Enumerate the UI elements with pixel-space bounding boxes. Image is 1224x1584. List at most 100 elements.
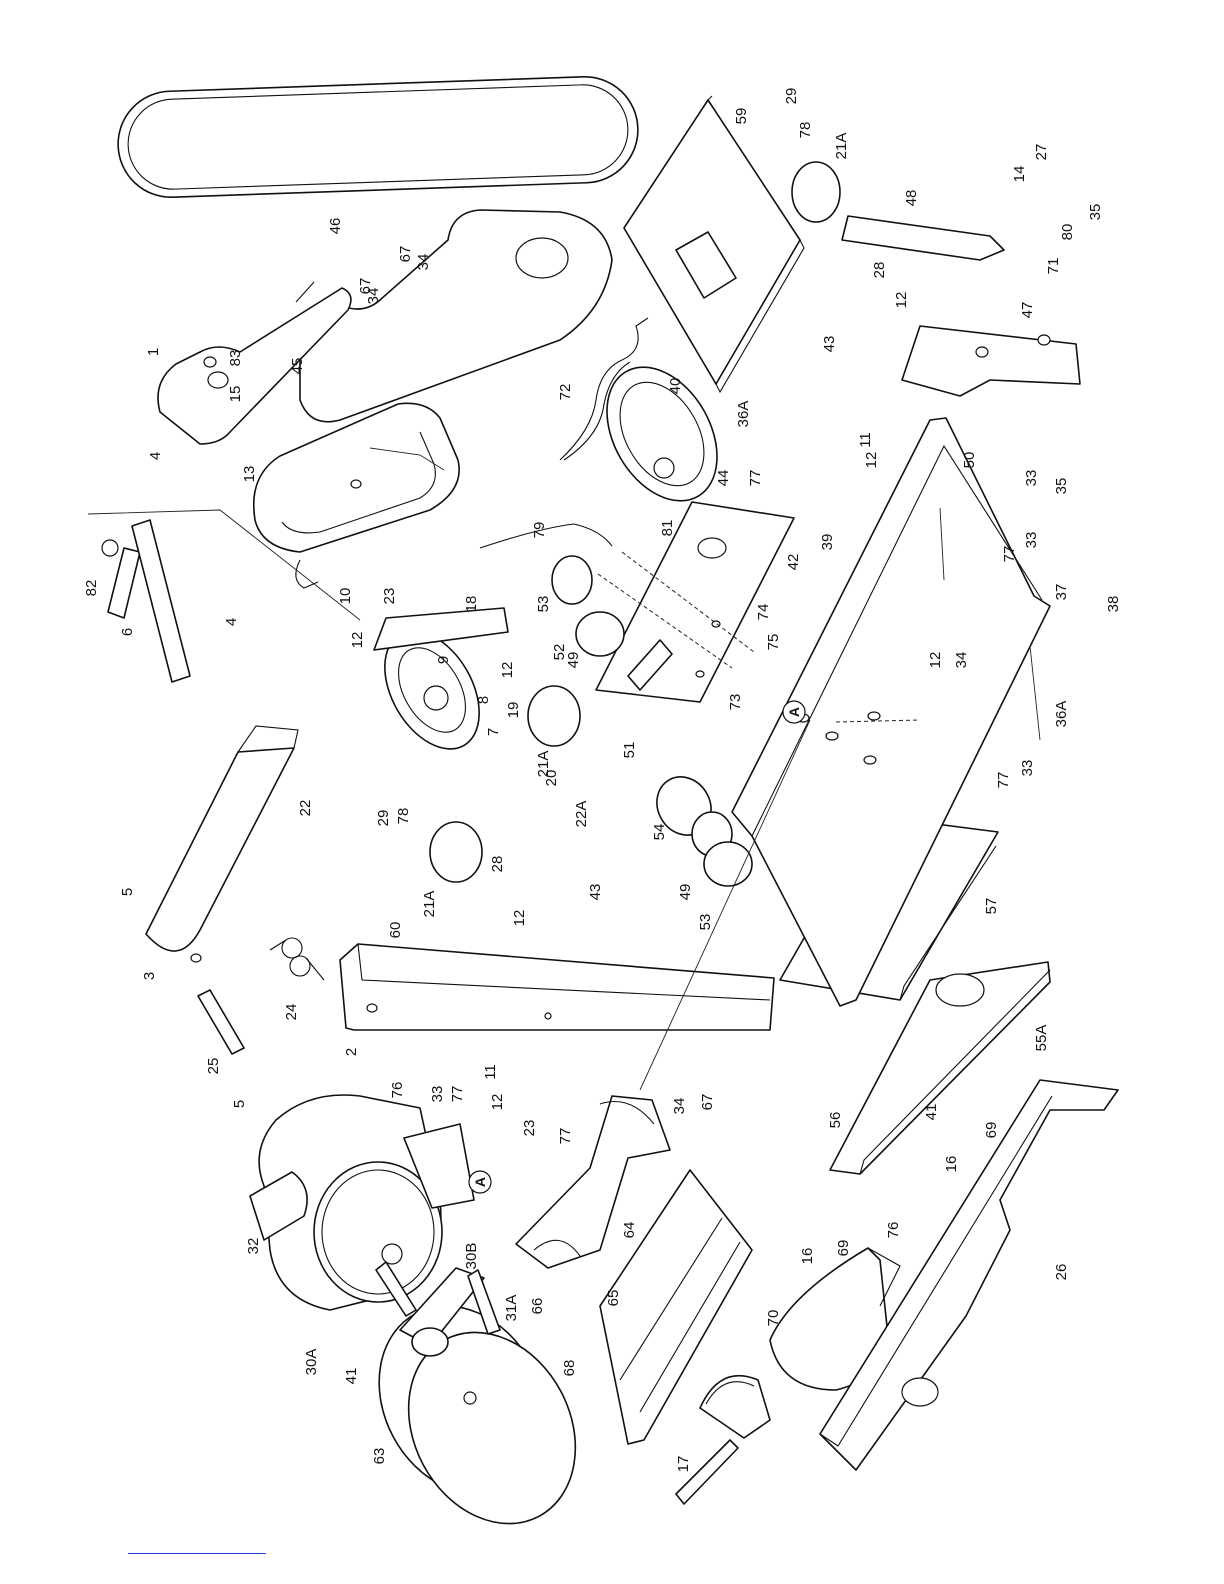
callout-p22: 22 <box>297 800 314 817</box>
callout-p77e: 77 <box>557 1128 574 1145</box>
callout-p11a: 11 <box>857 432 874 448</box>
callout-p48: 48 <box>903 190 920 207</box>
callout-p33b: 33 <box>1023 532 1040 549</box>
callout-p71: 71 <box>1045 258 1062 275</box>
table-support-casting <box>515 1095 671 1269</box>
callout-p30A: 30A <box>303 1349 320 1376</box>
callout-p53a: 53 <box>535 596 552 613</box>
callout-p64: 64 <box>621 1222 638 1239</box>
torsion-spring <box>269 937 325 981</box>
callout-p2: 2 <box>343 1048 360 1056</box>
callout-p29b: 29 <box>375 810 392 827</box>
callout-p5a: 5 <box>119 888 136 896</box>
callout-p46: 46 <box>327 218 344 235</box>
callout-p68: 68 <box>561 1360 578 1377</box>
callout-p82: 82 <box>83 580 100 597</box>
callout-p39: 39 <box>819 534 836 551</box>
callout-p33d: 33 <box>429 1086 446 1103</box>
callout-p7: 7 <box>485 728 502 736</box>
callout-p41b: 41 <box>343 1368 360 1385</box>
motor-bracket <box>399 1267 501 1357</box>
tracking-rollers <box>429 161 841 883</box>
callout-p52: 52 <box>551 644 568 661</box>
callout-p77a: 77 <box>747 470 764 487</box>
callout-p35b: 35 <box>1053 478 1070 495</box>
callout-p54: 54 <box>651 824 668 841</box>
callout-p6: 6 <box>119 628 136 636</box>
miter-gauge <box>675 1375 771 1505</box>
callout-p49a: 49 <box>565 652 582 669</box>
callout-p70: 70 <box>765 1310 782 1327</box>
callout-p40: 40 <box>667 378 684 395</box>
callout-p59: 59 <box>733 108 750 125</box>
parts-drawing <box>87 75 1119 1525</box>
callout-p57: 57 <box>983 898 1000 915</box>
callout-p38: 38 <box>1105 596 1122 613</box>
callout-p19: 19 <box>505 702 522 719</box>
callout-p72: 72 <box>557 384 574 401</box>
callout-p21Ac: 21A <box>833 133 850 160</box>
callout-p25: 25 <box>205 1058 222 1075</box>
callout-p28a: 28 <box>871 262 888 279</box>
callout-p31A: 31A <box>503 1295 520 1322</box>
callout-p30B: 30B <box>463 1243 480 1270</box>
callout-p67a: 67 <box>397 246 414 263</box>
callout-p34b: 34 <box>365 288 382 305</box>
callout-p77b: 77 <box>1001 546 1018 563</box>
callout-p67b: 67 <box>357 278 374 295</box>
callout-p79: 79 <box>531 522 548 539</box>
callout-p12a: 12 <box>349 632 366 649</box>
callout-p5b: 5 <box>231 1100 248 1108</box>
callout-p9: 9 <box>435 656 452 664</box>
callout-p15: 15 <box>227 386 244 403</box>
callout-p80: 80 <box>1059 224 1076 241</box>
page-footer-rule <box>128 1553 266 1554</box>
belt-guard <box>299 209 613 423</box>
belt-arm-plate <box>157 281 352 445</box>
callout-p36Aa: 36A <box>735 401 752 428</box>
callout-p11b: 11 <box>482 1064 499 1080</box>
callout-p37: 37 <box>1053 584 1070 601</box>
callout-p53b: 53 <box>697 914 714 931</box>
drive-shaft-rollers <box>551 555 753 887</box>
callout-p1: 1 <box>145 348 162 356</box>
svg-text:A: A <box>786 707 802 717</box>
callout-p4a: 4 <box>223 618 240 626</box>
callout-p60: 60 <box>387 922 404 939</box>
sanding-table <box>623 95 805 394</box>
bearing-plate <box>595 501 795 703</box>
callout-p67c: 67 <box>699 1094 716 1111</box>
reference-marker-refA2: A <box>468 1170 492 1194</box>
callout-p10: 10 <box>337 588 354 605</box>
idler-wheel <box>373 607 509 750</box>
callout-p18: 18 <box>463 596 480 613</box>
callout-p81: 81 <box>659 520 676 537</box>
callout-p51: 51 <box>621 742 638 759</box>
callout-p23b: 23 <box>521 1120 538 1137</box>
base-rail <box>819 1079 1119 1471</box>
callout-p12b: 12 <box>499 662 516 679</box>
pivot-pin <box>197 989 245 1055</box>
callout-p34d: 34 <box>671 1098 688 1115</box>
wheel-cover <box>253 402 460 589</box>
callout-p26: 26 <box>1053 1264 1070 1281</box>
callout-p21Ab: 21A <box>421 891 438 918</box>
platen-bracket <box>841 215 1081 397</box>
callout-p76a: 76 <box>389 1082 406 1099</box>
callout-p83: 83 <box>227 350 244 367</box>
callout-p56: 56 <box>827 1112 844 1129</box>
callout-p14: 14 <box>1011 166 1028 183</box>
callout-p22A: 22A <box>573 801 590 828</box>
callout-labels: 1234455678910111112121212121212131415161… <box>83 88 1122 1473</box>
sanding-disc <box>378 1305 577 1525</box>
callout-p47: 47 <box>1019 302 1036 319</box>
callout-p28b: 28 <box>489 856 506 873</box>
callout-p24: 24 <box>283 1004 300 1021</box>
callout-p44: 44 <box>715 470 732 487</box>
callout-p69a: 69 <box>983 1122 1000 1139</box>
callout-p78a: 78 <box>797 122 814 139</box>
callout-p17: 17 <box>675 1456 692 1473</box>
callout-p63: 63 <box>371 1448 388 1465</box>
callout-p50: 50 <box>961 452 978 469</box>
